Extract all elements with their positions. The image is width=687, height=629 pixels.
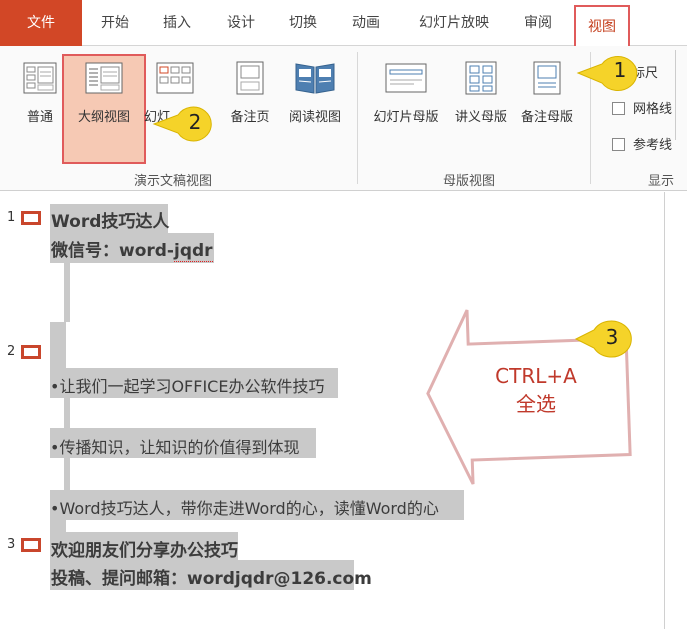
slide-number: 2 — [7, 344, 16, 359]
notes-page-icon — [236, 61, 264, 95]
slide-1-subtitle-prefix: 微信号：word- — [51, 241, 174, 261]
slide-1-title[interactable]: Word技巧达人 — [51, 212, 170, 232]
group-divider — [357, 52, 358, 184]
selection-highlight — [50, 520, 66, 532]
reading-view-button[interactable]: 阅读视图 — [282, 60, 348, 125]
guides-label: 参考线 — [633, 138, 673, 153]
arrow-text: CTRL+A 全选 — [484, 362, 588, 418]
tab-design[interactable]: 设计 — [227, 15, 255, 31]
outline-view-label: 大纲视图 — [77, 110, 130, 125]
tab-home[interactable]: 开始 — [101, 15, 129, 31]
normal-view-button[interactable]: 普通 — [14, 60, 66, 125]
slide-master-label: 幻灯片母版 — [373, 110, 439, 125]
slide-icon[interactable] — [21, 345, 41, 359]
reading-view-label: 阅读视图 — [288, 110, 341, 125]
show-group-label: 显示 — [648, 174, 675, 189]
gridlines-checkbox-box[interactable] — [612, 102, 625, 115]
slide-master-button[interactable]: 幻灯片母版 — [366, 60, 446, 125]
slide-number: 3 — [7, 537, 16, 552]
selection-highlight — [50, 204, 168, 234]
handout-master-button[interactable]: 讲义母版 — [448, 60, 514, 125]
outline-view-button[interactable]: 大纲视图 — [66, 60, 142, 125]
normal-view-icon — [23, 62, 57, 94]
slide-icon[interactable] — [21, 538, 41, 552]
gridlines-label: 网格线 — [633, 102, 673, 117]
selection-highlight — [64, 262, 70, 322]
notes-master-button[interactable]: 备注母版 — [514, 60, 580, 125]
arrow-text-shortcut: CTRL+A — [495, 364, 577, 388]
slide-1-subtitle[interactable]: 微信号：word-jqdr — [51, 236, 213, 262]
selection-highlight — [50, 560, 354, 590]
slide-master-icon — [385, 63, 427, 93]
selection-highlight — [50, 428, 316, 458]
tab-review[interactable]: 审阅 — [524, 15, 552, 31]
notes-page-button[interactable]: 备注页 — [222, 60, 278, 125]
tab-view[interactable]: 视图 — [574, 5, 630, 47]
left-arrow-shape — [426, 309, 632, 485]
group-divider — [590, 52, 591, 184]
notes-master-label: 备注母版 — [520, 110, 573, 125]
presentation-views-group-label: 演示文稿视图 — [134, 174, 213, 189]
tab-slideshow[interactable]: 幻灯片放映 — [419, 15, 489, 31]
outline-view-icon — [85, 62, 123, 94]
tab-transitions[interactable]: 切换 — [289, 15, 317, 31]
guides-checkbox[interactable]: 参考线 — [612, 134, 672, 153]
notes-master-icon — [533, 61, 561, 95]
ruler-label: 标尺 — [632, 66, 659, 81]
notes-page-label: 备注页 — [230, 110, 270, 125]
tab-insert[interactable]: 插入 — [163, 15, 191, 31]
handout-master-icon — [465, 61, 497, 95]
selection-highlight — [64, 398, 70, 428]
outline-scrollbar[interactable] — [664, 192, 665, 629]
spelling-underline-text: jqdr — [174, 241, 213, 262]
slide-2-bullet[interactable]: •传播知识，让知识的价值得到体现 — [50, 438, 300, 457]
guides-checkbox-box[interactable] — [612, 138, 625, 151]
slide-icon[interactable] — [21, 211, 41, 225]
slide-3-subtitle[interactable]: 投稿、提问邮箱：wordjqdr@126.com — [51, 569, 372, 589]
slide-3-title[interactable]: 欢迎朋友们分享办公技巧 — [51, 541, 238, 561]
selection-highlight — [50, 322, 66, 368]
callout-badge-1-number: 1 — [613, 58, 627, 82]
handout-master-label: 讲义母版 — [454, 110, 507, 125]
tab-animations[interactable]: 动画 — [352, 15, 380, 31]
slide-number: 1 — [7, 210, 16, 225]
selection-highlight — [50, 233, 214, 263]
ribbon-view-panel: 普通 大纲视图 幻灯 — [0, 46, 687, 191]
master-views-group-label: 母版视图 — [443, 174, 496, 189]
gridlines-checkbox[interactable]: 网格线 — [612, 98, 672, 117]
selection-highlight — [50, 532, 238, 562]
selection-highlight — [50, 490, 464, 520]
slide-sorter-icon — [156, 62, 194, 94]
reading-view-icon — [295, 63, 335, 94]
tab-file[interactable]: 文件 — [0, 0, 82, 46]
callout-badge-3-number: 3 — [605, 325, 619, 349]
normal-view-label: 普通 — [26, 110, 53, 125]
slide-sorter-button[interactable]: 幻灯 — [144, 60, 206, 125]
ribbon-right-edge — [675, 50, 687, 140]
arrow-text-select-all: 全选 — [516, 392, 556, 416]
selection-highlight — [50, 368, 338, 398]
callout-badge-3 — [574, 320, 632, 358]
ruler-checkbox[interactable]: 标尺 — [632, 62, 658, 81]
ribbon-tab-bar: 文件 开始 插入 设计 切换 动画 幻灯片放映 审阅 视图 — [0, 0, 687, 47]
callout-badge-2 — [152, 106, 212, 142]
slide-2-bullet[interactable]: •让我们一起学习OFFICE办公软件技巧 — [50, 377, 325, 396]
callout-badge-2-number: 2 — [188, 110, 202, 134]
callout-badge-1 — [576, 56, 638, 91]
selection-highlight — [64, 458, 70, 490]
slide-2-bullet[interactable]: •Word技巧达人，带你走进Word的心，读懂Word的心 — [50, 499, 439, 518]
